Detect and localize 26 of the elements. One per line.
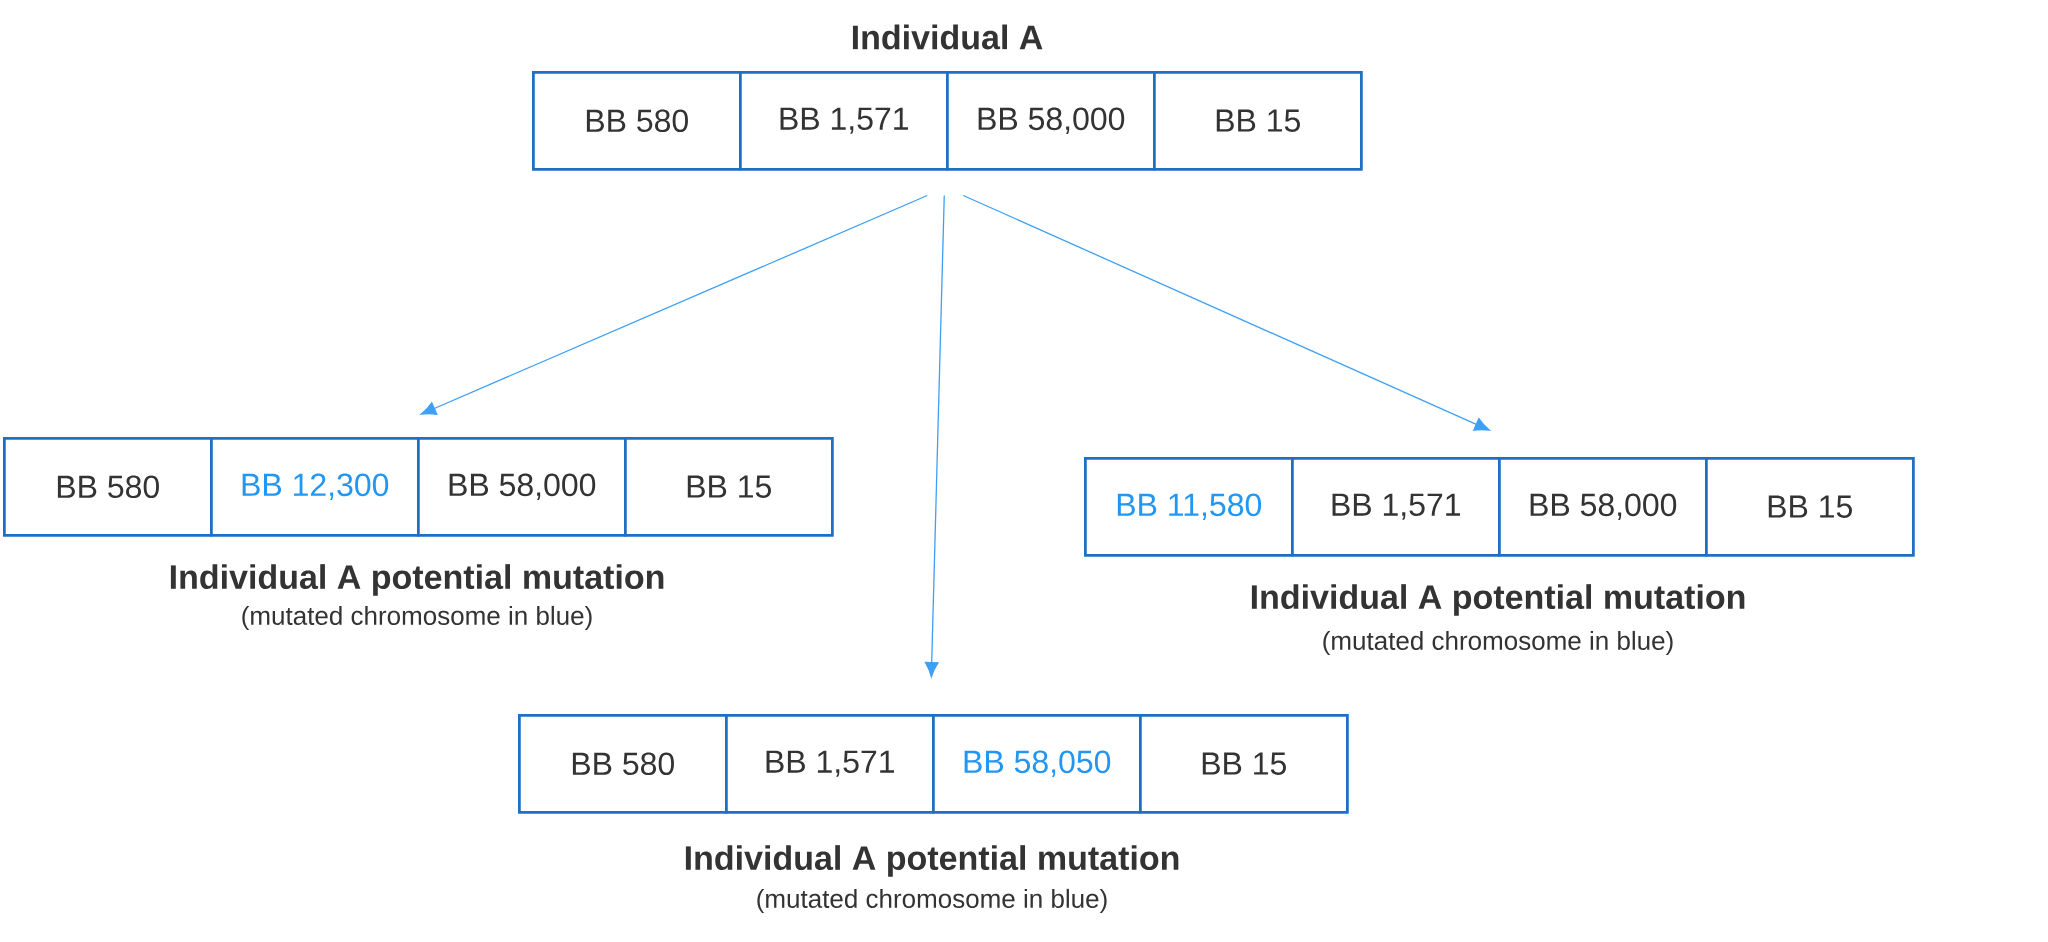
- row-caption: (mutated chromosome in blue): [242, 605, 592, 631]
- row-caption: (mutated chromosome in blue): [1323, 630, 1673, 656]
- arrow: [924, 194, 945, 678]
- row-heading: Individual A: [852, 24, 1043, 50]
- chromosome-cell: BB 15: [1153, 71, 1363, 171]
- chromosome-cell: BB 11,580: [1084, 457, 1294, 557]
- chromosome-cell: BB 580: [518, 714, 728, 814]
- chromosome-cell: BB 15: [1705, 457, 1915, 557]
- chromosome-cell: BB 580: [3, 437, 213, 537]
- chromosome-cell: BB 15: [624, 437, 834, 537]
- chromosome-cell: BB 1,571: [739, 71, 949, 171]
- row-heading: Individual A potential mutation: [170, 564, 664, 596]
- arrow: [962, 194, 1490, 431]
- chromosome-cell: BB 1,571: [1291, 457, 1501, 557]
- row-heading: Individual A potential mutation: [685, 845, 1179, 877]
- chromosome-cell: BB 58,050: [932, 714, 1142, 814]
- chromosome-cell: BB 58,000: [1498, 457, 1708, 557]
- chromosome-cell: BB 58,000: [946, 71, 1156, 171]
- chromosome-cell: BB 580: [532, 71, 742, 171]
- chromosome-cell: BB 12,300: [210, 437, 420, 537]
- row-heading: Individual A potential mutation: [1251, 584, 1745, 616]
- chromosome-cell: BB 1,571: [725, 714, 935, 814]
- arrow: [420, 194, 928, 415]
- chromosome-cell: BB 15: [1139, 714, 1349, 814]
- row-caption: (mutated chromosome in blue): [757, 888, 1107, 914]
- chromosome-cell: BB 58,000: [417, 437, 627, 537]
